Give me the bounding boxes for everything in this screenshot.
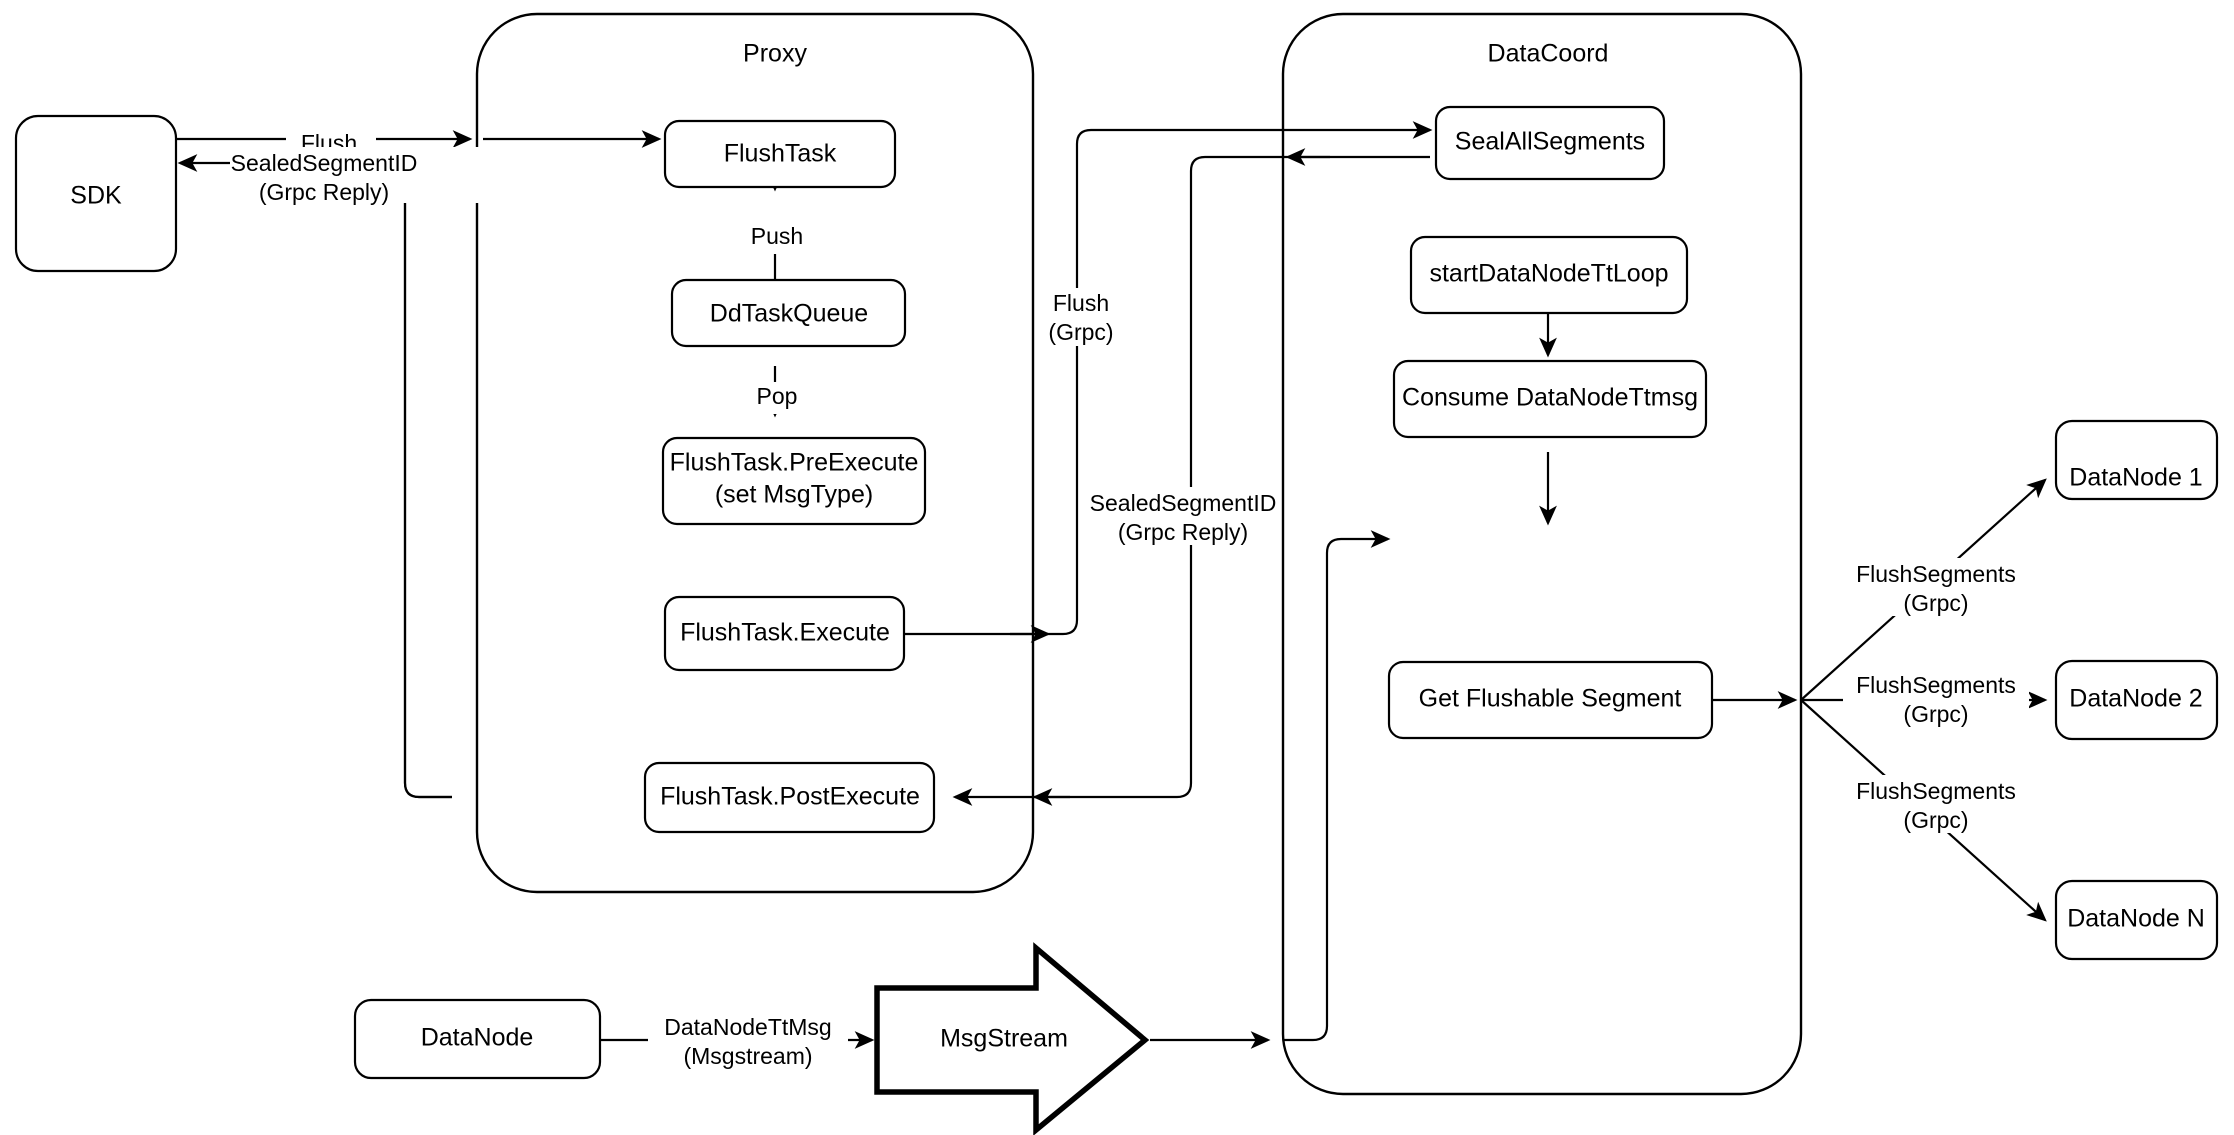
edge-label-proxy-coord-flush-line2: (Grpc) bbox=[1048, 319, 1113, 345]
node-get-flushable-segment[interactable]: Get Flushable Segment bbox=[1387, 660, 1714, 740]
edge-label-datanode-ttmsg-line1: DataNodeTtMsg bbox=[664, 1014, 831, 1040]
edge-label-sdk-sealedsegmentid-line2: (Grpc Reply) bbox=[259, 179, 389, 205]
node-seal-all-segments[interactable]: SealAllSegments bbox=[1434, 105, 1666, 181]
edge-label-proxy-coord-flush: Flush (Grpc) bbox=[1036, 288, 1128, 346]
edge-sealallsegments-to-postexecute bbox=[952, 155, 1430, 806]
flush-task-execute-box[interactable] bbox=[663, 595, 906, 672]
consume-datanode-ttmsg-box[interactable] bbox=[1392, 359, 1708, 439]
edge-label-coord-proxy-sealedsegmentid-bg bbox=[1090, 487, 1276, 545]
edge-label-flushsegments-n-line2: (Grpc) bbox=[1903, 807, 1968, 833]
node-datanode-bottom[interactable]: DataNode bbox=[353, 998, 602, 1080]
datacoord-container-title: DataCoord bbox=[1488, 40, 1609, 68]
edge-label-flushsegments-n-bg bbox=[1843, 775, 2029, 833]
proxy-container-title: Proxy bbox=[743, 40, 807, 68]
dd-task-queue-box[interactable] bbox=[670, 278, 907, 348]
datanode-2-box[interactable] bbox=[2054, 659, 2219, 741]
edge-label-flushsegments-n-line1: FlushSegments bbox=[1856, 778, 2016, 804]
node-flush-task-preexecute[interactable]: FlushTask.PreExecute (set MsgType) bbox=[661, 436, 927, 526]
edge-label-datanode-ttmsg: DataNodeTtMsg (Msgstream) bbox=[648, 1012, 848, 1070]
flush-task-postexecute-label: FlushTask.PostExecute bbox=[660, 783, 920, 811]
edge-label-coord-proxy-sealedsegmentid-line1: SealedSegmentID bbox=[1090, 490, 1277, 516]
datanode-2-label: DataNode 2 bbox=[2069, 685, 2202, 713]
edge-datacoord-border-to-consume bbox=[1283, 530, 1391, 1042]
edge-label-proxy-coord-flush-bg bbox=[1036, 288, 1128, 346]
edge-label-datanode-ttmsg-bg bbox=[648, 1012, 848, 1070]
edge-label-flushsegments-1-line1: FlushSegments bbox=[1856, 561, 2016, 587]
seal-all-segments-label: SealAllSegments bbox=[1455, 128, 1645, 156]
edge-label-coord-proxy-sealedsegmentid: SealedSegmentID (Grpc Reply) bbox=[1090, 487, 1277, 545]
flush-task-preexecute-label-line1: FlushTask.PreExecute bbox=[670, 449, 919, 477]
sdk-label: SDK bbox=[70, 182, 122, 210]
edge-execute-to-sealallsegments bbox=[892, 121, 1433, 636]
start-datanode-tt-loop-box[interactable] bbox=[1409, 235, 1689, 315]
edge-label-flushsegments-2: FlushSegments (Grpc) bbox=[1843, 669, 2029, 727]
edge-label-flushsegments-1-line2: (Grpc) bbox=[1903, 590, 1968, 616]
msgstream-arrow-shape[interactable] bbox=[874, 942, 1150, 1135]
flush-task-execute-label: FlushTask.Execute bbox=[680, 619, 890, 647]
edge-label-coord-proxy-sealedsegmentid-line2: (Grpc Reply) bbox=[1118, 519, 1248, 545]
consume-datanode-ttmsg-label: Consume DataNodeTtmsg bbox=[1402, 384, 1698, 412]
datanode-1-box[interactable] bbox=[2054, 419, 2219, 501]
node-datanode-1[interactable]: DataNode 1 bbox=[2054, 419, 2219, 501]
node-flush-task-execute[interactable]: FlushTask.Execute bbox=[663, 595, 906, 672]
edge-label-push: Push bbox=[740, 222, 814, 254]
node-flush-task-postexecute[interactable]: FlushTask.PostExecute bbox=[643, 761, 936, 834]
node-sdk[interactable]: SDK bbox=[14, 114, 178, 273]
flush-task-preexecute-label-line2: (set MsgType) bbox=[715, 481, 873, 509]
edge-label-sdk-sealedsegmentid-line1: SealedSegmentID bbox=[231, 150, 418, 176]
edge-label-push-text: Push bbox=[751, 223, 803, 249]
flush-task-label: FlushTask bbox=[724, 140, 837, 168]
flush-task-box[interactable] bbox=[663, 119, 897, 189]
sdk-box[interactable] bbox=[14, 114, 178, 273]
msgstream-label: MsgStream bbox=[940, 1025, 1068, 1053]
edge-label-push-bg bbox=[740, 222, 814, 254]
seal-all-segments-box[interactable] bbox=[1434, 105, 1666, 181]
container-datacoord: DataCoord bbox=[1281, 12, 1803, 1096]
node-start-datanode-tt-loop[interactable]: startDataNodeTtLoop bbox=[1409, 235, 1689, 315]
datanode-bottom-label: DataNode bbox=[421, 1024, 534, 1052]
node-msgstream[interactable]: MsgStream bbox=[874, 942, 1150, 1135]
get-flushable-segment-label: Get Flushable Segment bbox=[1419, 685, 1682, 713]
datanode-1-label: DataNode 1 bbox=[2069, 464, 2202, 492]
datanode-bottom-box[interactable] bbox=[353, 998, 602, 1080]
flush-task-preexecute-box[interactable] bbox=[661, 436, 927, 526]
proxy-container-outline bbox=[475, 12, 1035, 894]
edge-label-datanode-ttmsg-line2: (Msgstream) bbox=[683, 1043, 812, 1069]
get-flushable-segment-box[interactable] bbox=[1387, 660, 1714, 740]
edge-label-flushsegments-2-bg bbox=[1843, 669, 2029, 727]
edge-label-pop: Pop bbox=[745, 382, 809, 414]
edge-label-flushsegments-1: FlushSegments (Grpc) bbox=[1843, 558, 2029, 616]
edge-label-flushsegments-2-line2: (Grpc) bbox=[1903, 701, 1968, 727]
edge-label-flushsegments-n: FlushSegments (Grpc) bbox=[1843, 775, 2029, 833]
node-consume-datanode-ttmsg[interactable]: Consume DataNodeTtmsg bbox=[1392, 359, 1708, 439]
datanode-n-box[interactable] bbox=[2054, 879, 2219, 961]
flush-task-postexecute-box[interactable] bbox=[643, 761, 936, 834]
edge-label-sdk-sealedsegmentid-bg bbox=[230, 147, 490, 203]
node-dd-task-queue[interactable]: DdTaskQueue bbox=[670, 278, 907, 348]
dd-task-queue-label: DdTaskQueue bbox=[710, 300, 868, 328]
edge-postexecute-to-proxy-left bbox=[390, 161, 466, 799]
start-datanode-tt-loop-label: startDataNodeTtLoop bbox=[1429, 260, 1668, 288]
edge-label-sdk-sealedsegmentid: SealedSegmentID (Grpc Reply) bbox=[230, 147, 490, 205]
edge-label-proxy-coord-flush-line1: Flush bbox=[1053, 290, 1109, 316]
edge-postexecute-reply-path bbox=[390, 154, 478, 799]
edge-label-pop-text: Pop bbox=[757, 383, 798, 409]
edge-label-flushsegments-1-bg bbox=[1843, 558, 2029, 616]
edge-label-flushsegments-2-line1: FlushSegments bbox=[1856, 672, 2016, 698]
node-datanode-2[interactable]: DataNode 2 bbox=[2054, 659, 2219, 741]
node-datanode-n[interactable]: DataNode N bbox=[2054, 879, 2219, 961]
container-proxy: Proxy bbox=[475, 12, 1035, 894]
node-flush-task[interactable]: FlushTask bbox=[663, 119, 897, 189]
edge-label-pop-bg bbox=[745, 382, 809, 414]
datacoord-container-outline bbox=[1281, 12, 1803, 1096]
datanode-n-label: DataNode N bbox=[2067, 905, 2205, 933]
